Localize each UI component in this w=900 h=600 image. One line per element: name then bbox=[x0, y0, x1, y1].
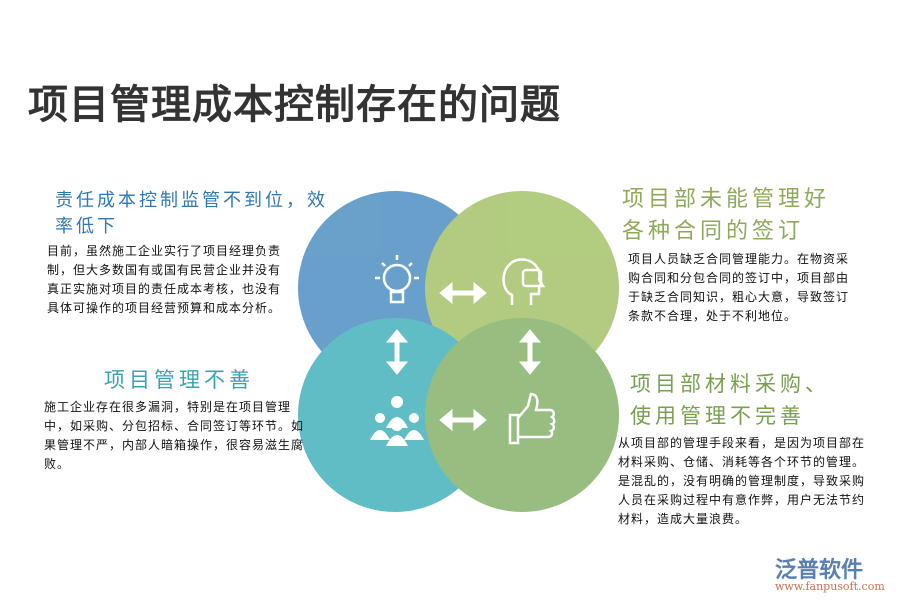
thumbs-up-icon bbox=[508, 392, 556, 445]
arrow-vertical-right-icon bbox=[518, 329, 542, 375]
arrow-vertical-left-icon bbox=[385, 329, 409, 375]
heading-q1: 责任成本控制监管不到位，效率低下 bbox=[55, 190, 328, 237]
logo-url: www.fanpusoft.com bbox=[775, 580, 885, 593]
page-title: 项目管理成本控制存在的问题 bbox=[28, 82, 561, 128]
lightbulb-icon bbox=[375, 255, 419, 304]
head-hand-icon bbox=[502, 258, 546, 305]
heading-q2: 项目部未能管理好各种合同的签订 bbox=[622, 187, 831, 244]
text-q2: 项目人员缺乏合同管理能力。在物资采购合同和分包合同的签订中，项目部由于缺乏合同知… bbox=[628, 252, 850, 323]
arrow-horizontal-bottom-icon bbox=[439, 408, 487, 432]
heading-q4: 项目部材料采购、使用管理不完善 bbox=[630, 372, 830, 428]
logo: 泛普软件 www.fanpusoft.com bbox=[775, 552, 885, 593]
team-icon bbox=[370, 396, 424, 446]
text-q3: 施工企业存在很多漏洞，特别是在项目管理中，如采购、分包招标、合同签订等环节。如果… bbox=[44, 400, 305, 471]
text-q1: 目前，虽然施工企业实行了项目经理负责制，但大多数国有或国有民营企业并没有真正实施… bbox=[47, 244, 282, 315]
heading-q3: 项目管理不善 bbox=[104, 368, 254, 392]
text-q4: 从项目部的管理手段来看，是因为项目部在材料采购、仓储、消耗等各个环节的管理。是混… bbox=[618, 436, 866, 526]
arrow-horizontal-top-icon bbox=[439, 281, 487, 305]
logo-name: 泛普软件 bbox=[775, 558, 864, 583]
